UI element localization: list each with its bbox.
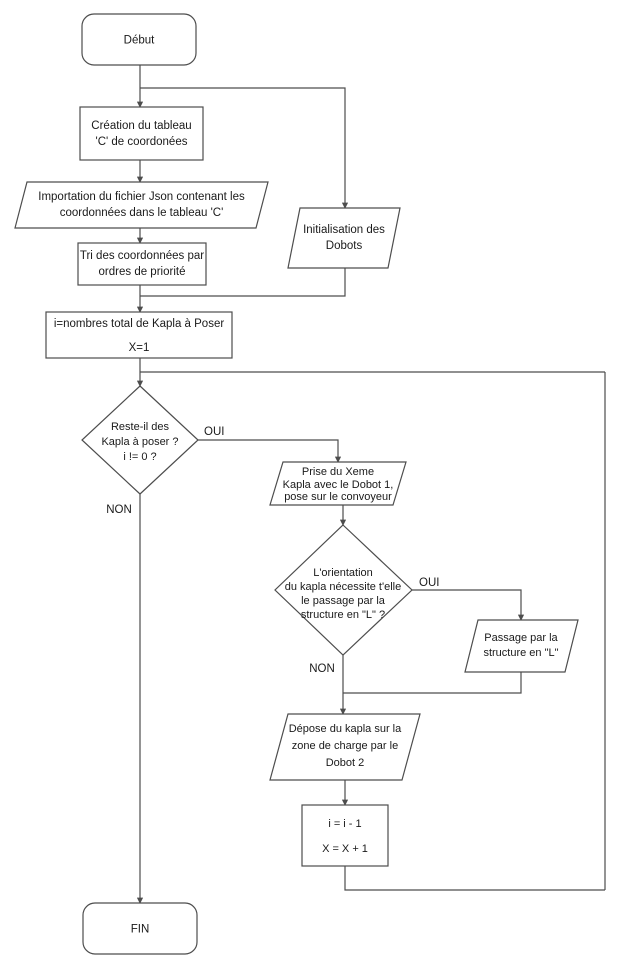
end-label: FIN xyxy=(131,924,150,936)
prise-kapla-line3: pose sur le convoyeur xyxy=(284,491,392,503)
prise-kapla-line2: Kapla avec le Dobot 1, xyxy=(283,479,394,491)
increment-line1: i = i - 1 xyxy=(328,818,361,830)
depose-kapla-line2: zone de charge par le xyxy=(292,740,398,752)
edge-label-orientation-oui: OUI xyxy=(419,577,439,589)
decision-orientation-line3: le passage par la xyxy=(301,595,386,607)
edge-label-orientation-non: NON xyxy=(309,663,335,675)
node-increment[interactable]: i = i - 1 X = X + 1 xyxy=(301,804,389,867)
edge-orientation-oui-to-passage xyxy=(412,589,525,621)
tri-coordonnees-line1: Tri des coordonnées par xyxy=(80,250,204,262)
edge-passage-join-depose xyxy=(343,672,522,694)
init-dobots-shape xyxy=(287,207,401,269)
prise-kapla-shape xyxy=(269,461,407,506)
increment-line2: X = X + 1 xyxy=(322,843,368,855)
decision-reste-line1: Reste-il des xyxy=(111,421,170,433)
depose-kapla-line3: Dobot 2 xyxy=(326,757,365,769)
node-start[interactable]: Début xyxy=(81,13,197,66)
start-terminator-shape xyxy=(81,13,197,66)
node-end[interactable]: FIN xyxy=(82,902,198,955)
decision-orientation-shape xyxy=(274,524,413,656)
init-compteurs-line2: X=1 xyxy=(129,342,150,354)
node-importation-json[interactable]: Importation du fichier Json contenant le… xyxy=(14,181,269,229)
init-compteurs-shape xyxy=(45,311,233,359)
node-init-compteurs[interactable]: i=nombres total de Kapla à Poser X=1 xyxy=(45,311,233,359)
node-decision-reste[interactable]: Reste-il des Kapla à poser ? i != 0 ? xyxy=(81,385,199,495)
node-depose-kapla[interactable]: Dépose du kapla sur la zone de charge pa… xyxy=(269,713,421,781)
edge-init-dobots-join xyxy=(140,268,346,297)
passage-structure-l-shape xyxy=(464,619,579,673)
importation-json-line1: Importation du fichier Json contenant le… xyxy=(38,191,245,203)
depose-kapla-shape xyxy=(269,713,421,781)
decision-reste-line2: Kapla à poser ? xyxy=(101,436,178,448)
init-compteurs-line1: i=nombres total de Kapla à Poser xyxy=(54,318,225,330)
depose-kapla-line1: Dépose du kapla sur la xyxy=(289,723,402,735)
passage-structure-l-line2: structure en "L" xyxy=(483,647,558,659)
edge-increment-to-loopback xyxy=(344,866,605,891)
init-dobots-line1: Initialisation des xyxy=(303,224,385,236)
decision-reste-line3: i != 0 ? xyxy=(123,451,156,463)
node-passage-structure-l[interactable]: Passage par la structure en "L" xyxy=(464,619,579,673)
tri-coordonnees-shape xyxy=(77,242,207,286)
creation-tableau-line2: 'C' de coordonées xyxy=(96,136,188,148)
decision-orientation-line2: du kapla nécessite t'elle xyxy=(285,581,401,593)
creation-tableau-shape xyxy=(79,106,204,161)
decision-orientation-line4: structure en "L" ? xyxy=(301,609,385,621)
edge-reste-oui-to-prise xyxy=(198,439,342,463)
prise-kapla-line1: Prise du Xeme xyxy=(302,466,374,478)
node-creation-tableau[interactable]: Création du tableau 'C' de coordonées xyxy=(79,106,204,161)
init-dobots-line2: Dobots xyxy=(326,240,363,252)
importation-json-line2: coordonnées dans le tableau 'C' xyxy=(60,207,224,219)
edge-label-reste-non: NON xyxy=(106,504,132,516)
decision-orientation-line1: L'orientation xyxy=(313,567,373,579)
end-terminator-shape xyxy=(82,902,198,955)
increment-shape xyxy=(301,804,389,867)
tri-coordonnees-line2: ordres de priorité xyxy=(99,266,186,278)
node-decision-orientation[interactable]: L'orientation du kapla nécessite t'elle … xyxy=(274,524,413,656)
creation-tableau-line1: Création du tableau xyxy=(91,120,191,132)
decision-reste-shape xyxy=(81,385,199,495)
node-prise-kapla[interactable]: Prise du Xeme Kapla avec le Dobot 1, pos… xyxy=(269,461,407,506)
edge-label-reste-oui: OUI xyxy=(204,426,224,438)
edge-start-to-init-dobots xyxy=(140,87,349,209)
importation-json-shape xyxy=(14,181,269,229)
node-init-dobots[interactable]: Initialisation des Dobots xyxy=(287,207,401,269)
passage-structure-l-line1: Passage par la xyxy=(484,632,558,644)
start-label: Début xyxy=(124,35,155,47)
node-tri-coordonnees[interactable]: Tri des coordonnées par ordres de priori… xyxy=(77,242,207,286)
